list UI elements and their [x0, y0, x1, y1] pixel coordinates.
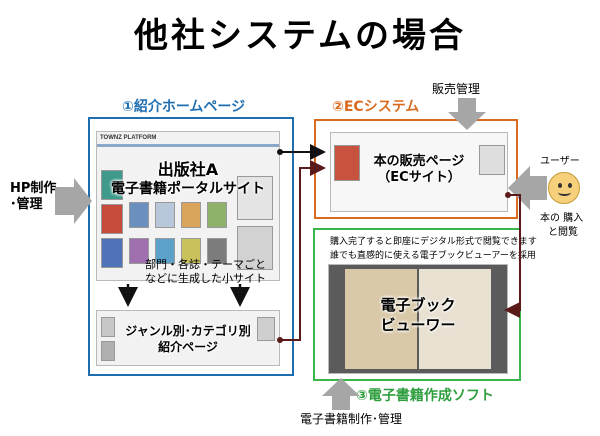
book-thumbnail	[155, 238, 175, 264]
book-thumbnail	[237, 176, 273, 220]
book-thumbnail	[101, 238, 123, 268]
hp-management-label-line1: HP制作	[10, 181, 57, 196]
ec-to-viewer-arrow	[504, 194, 521, 318]
user-arrow	[508, 166, 547, 210]
book-thumbnail	[257, 317, 275, 341]
book-thumbnail	[207, 238, 227, 264]
book-thumbnail	[181, 202, 201, 228]
book-thumbnail	[101, 204, 123, 234]
book-thumbnail	[181, 238, 201, 264]
book-thumbnail	[129, 238, 149, 264]
page-title: 他社システムの場合	[134, 16, 466, 56]
book-thumbnail	[207, 202, 227, 228]
publisher-title: 出版社A	[157, 160, 219, 179]
sales-management-label: 販売管理	[432, 82, 481, 96]
hp-management-arrow	[55, 178, 92, 224]
section2-label: ②ECシステム	[332, 99, 420, 115]
ebook-viewer-title-line2: ビューワー	[380, 316, 456, 334]
site-logo: TOWNZ PLATFORM	[100, 135, 157, 141]
ebook-production-label: 電子書籍制作･管理	[300, 412, 403, 426]
ebook-page-right	[419, 269, 491, 369]
hp-management-label-line2: ･管理	[10, 197, 43, 212]
book-thumbnail	[237, 226, 273, 270]
section1-label: ①紹介ホームページ	[122, 99, 246, 115]
book-thumbnail	[101, 170, 123, 200]
user-action-line2: と閲覧	[548, 227, 578, 238]
ebook-page-left	[345, 269, 417, 369]
ebook-production-arrow	[322, 378, 360, 410]
genre-pages-title-line1: ジャンル別･カテゴリ別	[125, 324, 251, 338]
ebook-description-line1: 購入完了すると即座にデジタル形式で閲覧できます	[330, 237, 537, 247]
book-thumbnail	[101, 317, 115, 337]
user-smiley-icon	[548, 172, 580, 204]
sales-management-arrow	[448, 98, 486, 130]
portal-site-title: 電子書籍ポータルサイト	[111, 181, 265, 197]
book-thumbnail	[129, 202, 149, 228]
ec-site-label: （ECサイト）	[377, 170, 461, 185]
genre-pages-screenshot	[96, 310, 280, 366]
book-thumbnail	[155, 202, 175, 228]
mini-site-note-line1: 部門・各誌・テーマごと	[145, 258, 266, 271]
homepage-box	[88, 117, 294, 376]
sales-page-screenshot	[330, 132, 508, 212]
sales-page-title: 本の販売ページ	[373, 154, 465, 169]
portal-site-screenshot: TOWNZ PLATFORM	[96, 131, 280, 281]
book-cover	[479, 145, 505, 175]
book-thumbnail	[101, 341, 115, 361]
user-action-line1: 本の 購入	[540, 213, 584, 224]
ebook-viewer-title-line1: 電子ブック	[380, 296, 456, 314]
mini-site-note-line2: などに生成した小サイト	[145, 272, 266, 285]
genre-pages-title-line2: 紹介ページ	[158, 340, 218, 354]
user-label: ユーザー	[540, 156, 580, 167]
ebook-description-line2: 誰でも直感的に使える電子ブックビューアーを採用	[330, 251, 536, 261]
section3-label: ③電子書籍作成ソフト	[356, 388, 494, 404]
ebook-viewer-screenshot	[328, 264, 508, 374]
book-cover	[334, 145, 360, 181]
genre-to-ec-arrow	[280, 160, 326, 341]
